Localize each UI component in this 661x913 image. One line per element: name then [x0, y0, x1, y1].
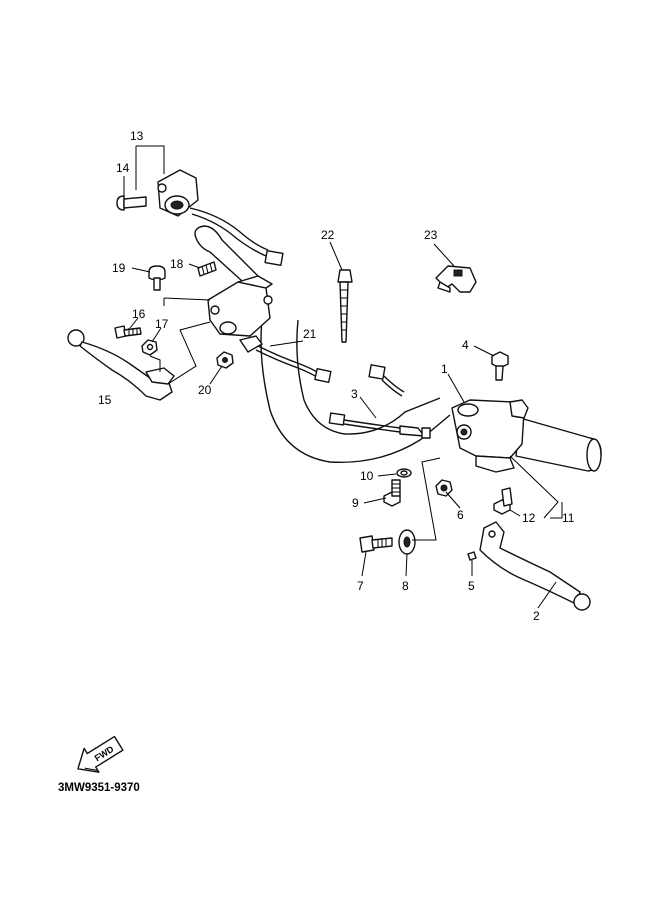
callout-3: 3 — [351, 387, 358, 401]
screw-7[interactable] — [359, 535, 393, 553]
bolt-19[interactable] — [148, 265, 166, 291]
clutch-lever-15[interactable] — [67, 329, 175, 401]
diagram-code: 3MW9351-9370 — [58, 782, 140, 794]
cable-3-upper — [368, 364, 405, 397]
bolt-16[interactable] — [114, 325, 142, 339]
bolt-4[interactable] — [491, 351, 509, 381]
callout-19: 19 — [112, 261, 126, 275]
callout-12: 12 — [522, 511, 536, 525]
callout-9: 9 — [352, 496, 359, 510]
callout-11: 11 — [562, 511, 575, 525]
callout-23: 23 — [424, 228, 438, 242]
bolt-12[interactable] — [493, 487, 513, 515]
handlebar — [194, 225, 602, 472]
cable-band-22[interactable] — [337, 269, 353, 343]
nut-20[interactable] — [216, 351, 234, 369]
callout-8: 8 — [402, 579, 409, 593]
callout-18: 18 — [170, 257, 184, 271]
leader-lines — [123, 145, 563, 609]
callout-22: 22 — [321, 228, 335, 242]
callout-17: 17 — [155, 317, 169, 331]
brake-lever-2[interactable] — [479, 521, 591, 611]
master-cylinder-1[interactable] — [451, 399, 529, 473]
callout-1: 1 — [441, 362, 448, 376]
bolt-9[interactable] — [383, 479, 401, 507]
left-handlebar-switch[interactable] — [157, 169, 284, 266]
spring-18[interactable] — [197, 261, 217, 277]
callout-5: 5 — [468, 579, 475, 593]
clutch-switch-21[interactable] — [239, 335, 332, 384]
nut-6[interactable] — [435, 479, 453, 497]
clutch-lever-holder[interactable] — [207, 275, 273, 337]
callout-21: 21 — [303, 327, 317, 341]
brake-switch-3[interactable] — [328, 412, 431, 439]
callout-13: 13 — [130, 129, 144, 143]
callout-16: 16 — [132, 307, 146, 321]
nut-17[interactable] — [141, 339, 158, 356]
callout-6: 6 — [457, 508, 464, 522]
nut-5[interactable] — [467, 551, 477, 561]
washer-10[interactable] — [396, 468, 412, 478]
callout-10: 10 — [360, 469, 374, 483]
callout-7: 7 — [357, 579, 364, 593]
fwd-arrow-icon: FWD — [77, 735, 124, 773]
adjuster-8[interactable] — [398, 529, 416, 555]
screw-14[interactable] — [116, 195, 147, 211]
callout-2: 2 — [533, 609, 540, 623]
callout-20: 20 — [198, 383, 212, 397]
callout-14: 14 — [116, 161, 130, 175]
callout-15: 15 — [98, 393, 112, 407]
clamp-23[interactable] — [435, 265, 477, 293]
callout-labels: 13 14 19 18 16 17 15 20 21 22 23 4 1 3 1… — [98, 129, 575, 623]
callout-4: 4 — [462, 338, 469, 352]
